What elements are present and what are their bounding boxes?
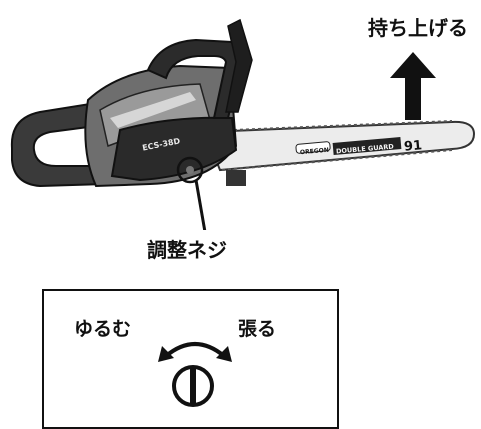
- curved-double-arrow-icon: [158, 342, 232, 362]
- chainsaw-image: [10, 18, 476, 230]
- adjust-screw-label: 調整ネジ: [147, 238, 227, 262]
- bar-number-label: 91: [403, 138, 423, 155]
- tighten-label: 張る: [238, 318, 277, 340]
- up-arrow-icon: [390, 52, 436, 120]
- screw-slot-icon: [172, 365, 214, 407]
- loosen-label: ゆるむ: [74, 318, 132, 340]
- lift-label: 持ち上げる: [368, 16, 468, 40]
